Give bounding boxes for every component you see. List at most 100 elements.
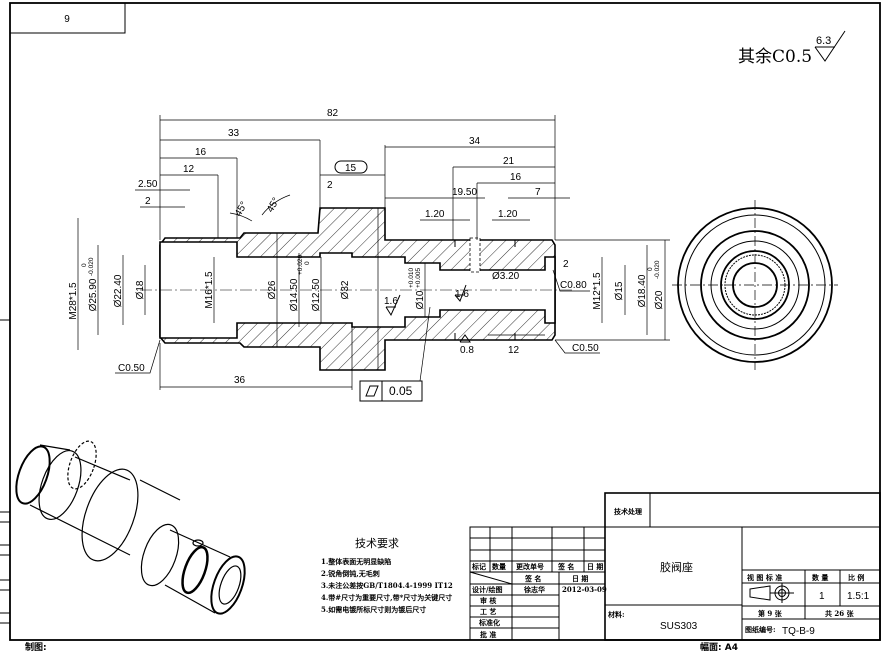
dimension-label: 2.50: [138, 179, 158, 190]
dimension-label: 工 艺: [480, 607, 496, 616]
dimension-label: 45°: [233, 200, 250, 219]
drawing-sheet: 9 其余C0.5 6.3: [0, 2, 881, 641]
dimension-label: Ø20: [654, 290, 665, 309]
dimension-label: 胶阀座: [660, 560, 693, 574]
dimension-label: Ø18.40: [637, 274, 648, 307]
dimension-label: 3.未注公差按GB/T1804.4-1999 IT12: [321, 581, 453, 590]
dimension-label: 16: [510, 172, 522, 183]
dimension-label: 82: [327, 108, 339, 119]
dimension-label: 1.整体表面无明显缺陷: [321, 557, 391, 566]
left-edge-ticks: [0, 319, 10, 624]
dimension-label: 7: [535, 187, 541, 198]
dimension-label: 数量: [492, 562, 506, 571]
dimension-label: 21: [503, 156, 515, 167]
dimension-label: 1.20: [425, 209, 445, 220]
dimension-label: C0.50: [572, 343, 599, 354]
dimension-label: 2: [563, 259, 569, 270]
dimension-label: 1.5:1: [847, 591, 870, 602]
dimension-label: SUS303: [660, 621, 698, 632]
dimension-label: Ø25.90: [88, 278, 99, 311]
dimension-label: 2: [327, 180, 333, 191]
dimension-label: TQ-B-9: [782, 626, 815, 637]
dimension-label: M16*1.5: [204, 271, 215, 309]
dimension-label: 签 名: [557, 562, 574, 571]
dimension-label: +0.010: [408, 268, 415, 288]
dimension-label: 徐志华: [523, 585, 545, 594]
dimension-label: 19.50: [452, 187, 477, 198]
dimension-label: Ø18: [135, 280, 146, 299]
diameter-texts: M28*1.5 Ø25.90 0 -0.020 Ø22.40 Ø18 M16*1…: [68, 255, 665, 320]
dimension-label: 图纸编号:: [745, 625, 776, 634]
dimension-label: M28*1.5: [68, 282, 79, 320]
roughness-symbol: 6.3: [814, 30, 846, 62]
dimension-label: M12*1.5: [592, 272, 603, 310]
dimension-label: C0.50: [118, 363, 145, 374]
dimension-label: 0: [81, 263, 88, 267]
dimension-label: 36: [234, 375, 246, 386]
dimension-label: 0: [304, 261, 311, 265]
dimension-label: 0.05: [389, 384, 413, 398]
dimension-label: 第 9 张: [758, 609, 783, 618]
dimension-label: 1.6: [455, 289, 469, 300]
dimension-label: 日 期: [572, 574, 588, 583]
dimension-label: 比 例: [848, 573, 864, 582]
dimension-label: 1.6: [384, 296, 398, 307]
dimension-label: 16: [195, 147, 207, 158]
dimension-label: 2012-03-09: [562, 585, 607, 594]
dimension-label: 技术要求: [355, 537, 399, 550]
title-block-texts: 技术处理 标记 数量 更改单号 签 名 日 期 签 名 日 期 设计/绘图 徐志…: [471, 507, 870, 639]
dimension-label: 5.如需电镀所标尺寸则为镀后尺寸: [321, 605, 426, 614]
drafter-label: 制图:: [25, 641, 47, 651]
flatness-tolerance-frame: 0.05: [359, 306, 431, 402]
view-standard-symbol: [749, 583, 794, 603]
dimension-label: Ø32: [340, 280, 351, 299]
roughness-marks: [385, 284, 471, 343]
end-view: [672, 200, 838, 370]
isometric-view: [15, 440, 246, 615]
dimension-lines: [77, 115, 670, 390]
dimension-label: 共 26 张: [825, 609, 855, 618]
dimension-texts: 82 33 16 12 15 2 2.50 2 45° 45° 34 21 16…: [118, 108, 599, 386]
technical-requirements: 技术要求 1.整体表面无明显缺陷 2.锐角倒钝,无毛刺 3.未注公差按GB/T1…: [321, 537, 453, 614]
dimension-label: C0.80: [560, 280, 587, 291]
sheet-number-box: [9, 2, 126, 34]
dimension-label: Ø14.50: [289, 278, 300, 311]
dimension-label: 6.3: [816, 35, 831, 47]
dimension-label: +0.020: [297, 255, 304, 275]
dimension-label: 0: [647, 267, 654, 271]
dimension-label: 标准化: [478, 618, 500, 627]
dimension-label: 视 图 标 准: [747, 573, 782, 582]
sheet-number: 9: [64, 14, 70, 25]
section-view: [140, 207, 572, 371]
dimension-label: 标记: [471, 562, 486, 571]
dimension-label: 12: [183, 164, 195, 175]
dimension-label: 4.带#尺寸为重要尺寸,带*尺寸为关键尺寸: [321, 593, 452, 602]
dimension-label: Ø22.40: [113, 274, 124, 307]
dimension-label: -0.020: [654, 260, 661, 279]
dimension-label: 2.锐角倒钝,无毛刺: [321, 569, 380, 578]
dimension-label: 34: [469, 136, 481, 147]
paper-size-label: 幅面: A4: [700, 641, 738, 651]
dimension-label: 1.20: [498, 209, 518, 220]
dimension-label: 数 量: [812, 573, 828, 582]
dimension-label: -0.020: [88, 257, 95, 276]
dimension-label: Ø15: [614, 281, 625, 300]
dimension-label: 设计/绘图: [472, 585, 503, 594]
general-chamfer-note: 其余C0.5: [738, 47, 812, 67]
dimension-label: 1: [819, 591, 825, 602]
dimension-label: 材料:: [607, 610, 625, 619]
dimension-label: 0.8: [460, 345, 474, 356]
dimension-label: 2: [145, 196, 151, 207]
dimension-label: Ø3.20: [492, 271, 520, 282]
dimension-label: 15: [345, 163, 357, 174]
dimension-label: 33: [228, 128, 240, 139]
title-block-lines: [469, 492, 881, 641]
dimension-label: Ø10: [415, 290, 426, 309]
drawing-frame: [9, 2, 881, 641]
dimension-label: 日 期: [587, 562, 603, 571]
dimension-label: +0.005: [415, 268, 422, 288]
dimension-label: 更改单号: [516, 562, 544, 571]
dimension-label: 12: [508, 345, 520, 356]
dimension-label: 45°: [265, 196, 282, 215]
